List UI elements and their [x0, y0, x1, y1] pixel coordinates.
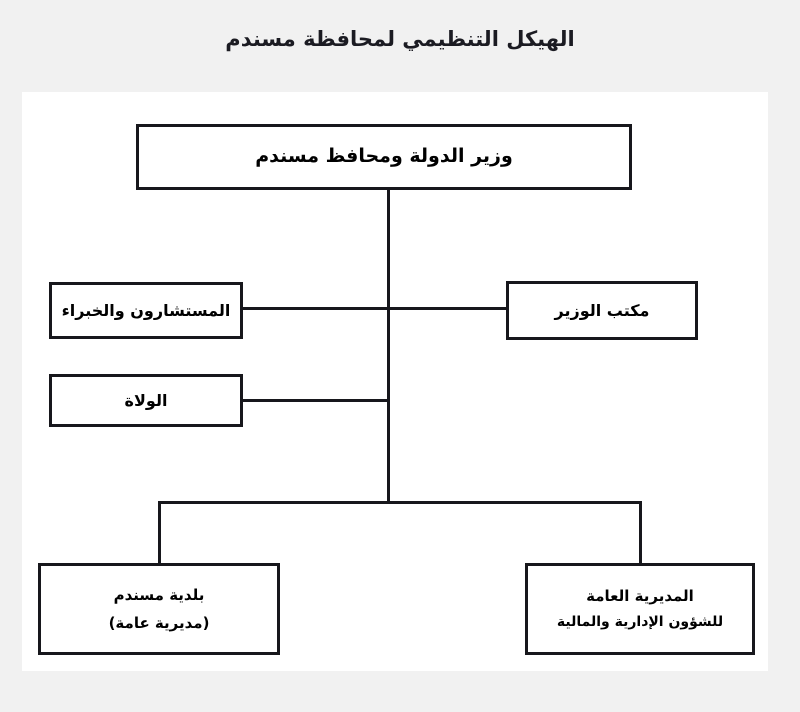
connector-root-trunk — [387, 190, 390, 501]
connector-to-walis — [243, 399, 389, 402]
node-walis-label: الولاة — [124, 390, 168, 410]
node-advisors[interactable]: المستشارون والخبراء — [49, 282, 243, 339]
node-municipality-label: بلدية مسندم — [113, 585, 205, 604]
node-minister-office[interactable]: مكتب الوزير — [506, 281, 698, 340]
node-minister-governor-label: وزير الدولة ومحافظ مسندم — [255, 145, 513, 168]
connector-to-advisors — [243, 307, 389, 310]
page-title: الهيكل التنظيمي لمحافظة مسندم — [225, 27, 575, 51]
connector-to-admin-finance — [639, 501, 642, 566]
node-admin-finance-sublabel: للشؤون الإدارية والمالية — [556, 613, 724, 630]
node-municipality[interactable]: بلدية مسندم (مديرية عامة) — [38, 563, 280, 655]
connector-to-minister-office — [387, 307, 508, 310]
node-walis[interactable]: الولاة — [49, 374, 243, 427]
node-admin-finance[interactable]: المديرية العامة للشؤون الإدارية والمالية — [525, 563, 755, 655]
connector-to-municipality — [158, 501, 161, 566]
node-municipality-sublabel: (مديرية عامة) — [108, 614, 210, 632]
node-admin-finance-label: المديرية العامة — [586, 587, 694, 606]
node-advisors-label: المستشارون والخبراء — [61, 300, 231, 320]
chart-canvas: وزير الدولة ومحافظ مسندم المستشارون والخ… — [22, 92, 768, 671]
node-minister-office-label: مكتب الوزير — [554, 300, 650, 320]
connector-bottom-bracket — [158, 501, 642, 504]
node-minister-governor[interactable]: وزير الدولة ومحافظ مسندم — [136, 124, 632, 190]
